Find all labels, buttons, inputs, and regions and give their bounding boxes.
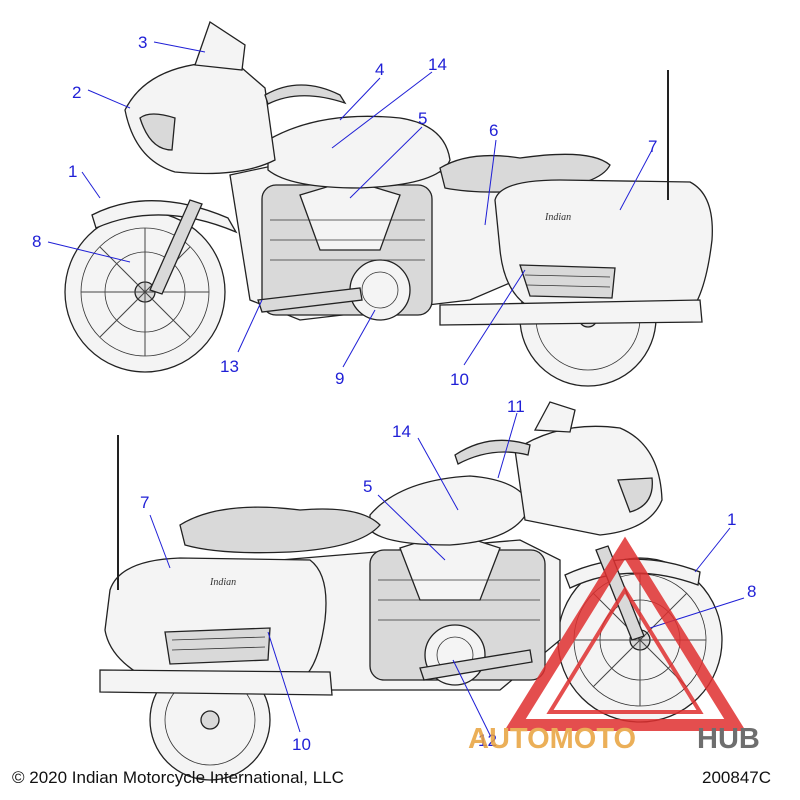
- motorcycle-left-view: Indian: [64, 20, 713, 387]
- callout-top-8: 8: [32, 232, 41, 251]
- handlebar-bottom: [454, 439, 531, 465]
- callout-bottom-8: 8: [747, 582, 756, 601]
- saddlebag-top: Indian: [494, 179, 713, 319]
- callout-top-3: 3: [138, 33, 147, 52]
- callout-top-2: 2: [72, 83, 81, 102]
- saddlebag-bottom: Indian: [104, 557, 327, 681]
- saddlebag-script-top: Indian: [544, 212, 571, 223]
- watermark-logo: AUTOMOTO HUB: [468, 536, 760, 755]
- callout-top-4: 4: [375, 60, 384, 79]
- windshield-bottom: [533, 401, 576, 433]
- exhaust-bottom: [99, 669, 333, 696]
- callout-top-7: 7: [648, 137, 657, 156]
- crash-bar-bottom: [419, 649, 533, 681]
- callout-bottom-7: 7: [140, 493, 149, 512]
- callout-bottom-10: 10: [292, 735, 311, 754]
- callout-top-14: 14: [428, 55, 447, 74]
- headlight-top: [139, 113, 176, 151]
- callouts-bottom: 11 14 5 7 1 8 10 12: [140, 397, 756, 754]
- callout-top-13: 13: [220, 357, 239, 376]
- front-wheel-top: [64, 211, 226, 373]
- callout-top-1: 1: [68, 162, 77, 181]
- callout-top-10: 10: [450, 370, 469, 389]
- callout-top-9: 9: [335, 369, 344, 388]
- leaders-top: [47, 41, 653, 368]
- copyright-text: © 2020 Indian Motorcycle International, …: [12, 768, 344, 787]
- engine-top: [261, 179, 433, 321]
- windshield-top: [194, 20, 246, 71]
- diagram-code: 200847C: [702, 768, 771, 787]
- callout-bottom-12: 12: [478, 731, 497, 750]
- callout-bottom-11: 11: [507, 397, 525, 416]
- fuel-tank-top: [267, 115, 451, 189]
- callout-top-6: 6: [489, 121, 498, 140]
- callout-bottom-5: 5: [363, 477, 372, 496]
- front-fork-top: [149, 199, 203, 295]
- callout-bottom-1: 1: [727, 510, 736, 529]
- crash-bar-top: [257, 287, 363, 313]
- seat-bottom: [179, 506, 381, 554]
- handlebar-top: [264, 84, 347, 105]
- exhaust-top: [439, 299, 703, 326]
- watermark-text-secondary: HUB: [697, 723, 760, 755]
- callout-top-5: 5: [418, 109, 427, 128]
- callouts-top: 3 2 1 4 14 5 6 7 8 13 9 10: [32, 33, 657, 389]
- saddlebag-script-bottom: Indian: [209, 577, 236, 588]
- watermark-text-primary: AUTOMOTO: [468, 723, 636, 755]
- headlight-bottom: [617, 477, 653, 513]
- callout-bottom-14: 14: [392, 422, 411, 441]
